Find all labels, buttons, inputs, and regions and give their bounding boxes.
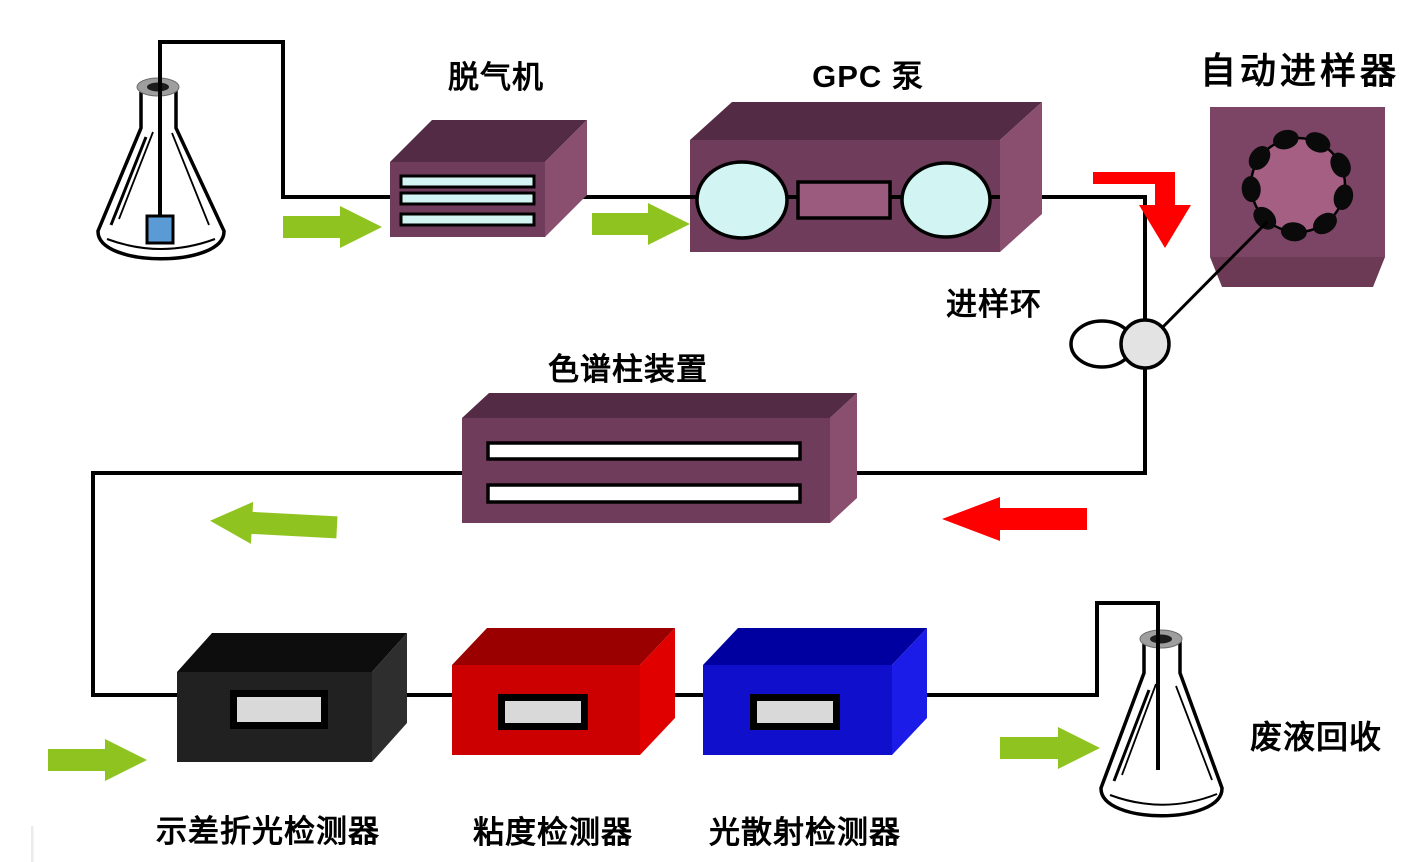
gpc-pump-label: GPC 泵: [812, 59, 924, 94]
vial-dot: [1273, 129, 1299, 150]
visc-window: [505, 701, 581, 723]
ri-window: [237, 697, 321, 722]
flask-cap-opening: [1150, 634, 1172, 644]
tubing-main-line: [91, 195, 1160, 770]
injection-loop-label: 进样环: [946, 287, 1042, 322]
column-top-face: [462, 393, 857, 418]
vial-dots: [1241, 129, 1354, 242]
autosampler-to-valve-line: [1149, 220, 1269, 341]
vial-dot: [1330, 152, 1351, 178]
flask-body: [1099, 641, 1224, 818]
flow-arrow-green-right-1: [283, 206, 382, 248]
light-scattering-detector-label: 光散射检测器: [709, 815, 901, 850]
flow-arrow-green-right-4: [1000, 727, 1100, 769]
vial-dot: [1333, 184, 1354, 210]
ri-top-face: [177, 633, 407, 672]
pump-top-face: [690, 102, 1042, 140]
vial-dot: [1248, 146, 1271, 170]
viscosity-detector-label: 粘度检测器: [473, 815, 633, 850]
flow-arrow-green-right-3: [48, 739, 147, 781]
flask-detail: [109, 136, 148, 226]
flask-detail: [1175, 685, 1213, 781]
autosampler: 自动进样器: [1149, 51, 1400, 341]
flow-arrow-red-elbow-down: [1093, 172, 1191, 248]
vial-dot: [1241, 176, 1261, 203]
solvent-inlet-filter: [145, 214, 175, 245]
ls-window: [757, 701, 833, 723]
viscosity-detector: 粘度检测器: [452, 628, 675, 850]
vial-dot: [1280, 222, 1307, 242]
column-assembly: 色谱柱装置: [462, 352, 857, 523]
degasser-slot: [399, 174, 536, 189]
flask-detail: [106, 238, 216, 250]
edge-artifact: [31, 826, 34, 862]
degasser-slot: [399, 191, 536, 206]
pump-pulse-damper: [796, 180, 892, 220]
flask-detail: [1109, 793, 1218, 806]
degasser-label: 脱气机: [448, 60, 544, 95]
flask-detail: [1121, 683, 1157, 776]
pump-head-right: [900, 161, 992, 239]
flask-detail: [171, 132, 210, 226]
flow-arrow-green-right-2: [592, 203, 690, 245]
gpc-pump: GPC 泵: [690, 59, 1042, 252]
injection-valve: [1119, 318, 1171, 370]
ri-detector-label: 示差折光检测器: [156, 814, 380, 849]
ls-side-face: [892, 628, 927, 755]
flow-arrow-green-left: [210, 501, 338, 544]
vial-dot: [1305, 132, 1331, 153]
vial-dot: [1253, 206, 1277, 230]
ri-side-face: [372, 633, 407, 762]
degasser-side-face: [545, 120, 587, 237]
light-scattering-detector: 光散射检测器: [703, 628, 927, 850]
waste-flask: [1099, 629, 1224, 818]
pump-head-left: [695, 160, 789, 240]
injection-loop: 进样环: [946, 287, 1171, 370]
ri-detector: 示差折光检测器: [156, 633, 407, 849]
column-front-face: [462, 418, 830, 523]
autosampler-bottom-face: [1210, 257, 1385, 287]
column-side-face: [830, 393, 857, 523]
degasser-top-face: [390, 120, 587, 162]
autosampler-label: 自动进样器: [1200, 51, 1400, 91]
degasser: 脱气机: [390, 60, 587, 237]
flow-arrow-red-left: [942, 497, 1087, 541]
pump-side-face: [1000, 102, 1042, 252]
vial-dot: [1313, 212, 1337, 235]
column-tube: [486, 483, 802, 504]
column-label: 色谱柱装置: [548, 352, 708, 387]
degasser-slot: [399, 212, 536, 227]
visc-top-face: [452, 628, 675, 665]
visc-side-face: [640, 628, 675, 755]
ls-top-face: [703, 628, 927, 665]
flask-detail: [118, 131, 154, 220]
column-tube: [486, 441, 802, 461]
flask-detail: [1112, 689, 1151, 782]
waste-recovery-label: 废液回收: [1250, 719, 1382, 755]
